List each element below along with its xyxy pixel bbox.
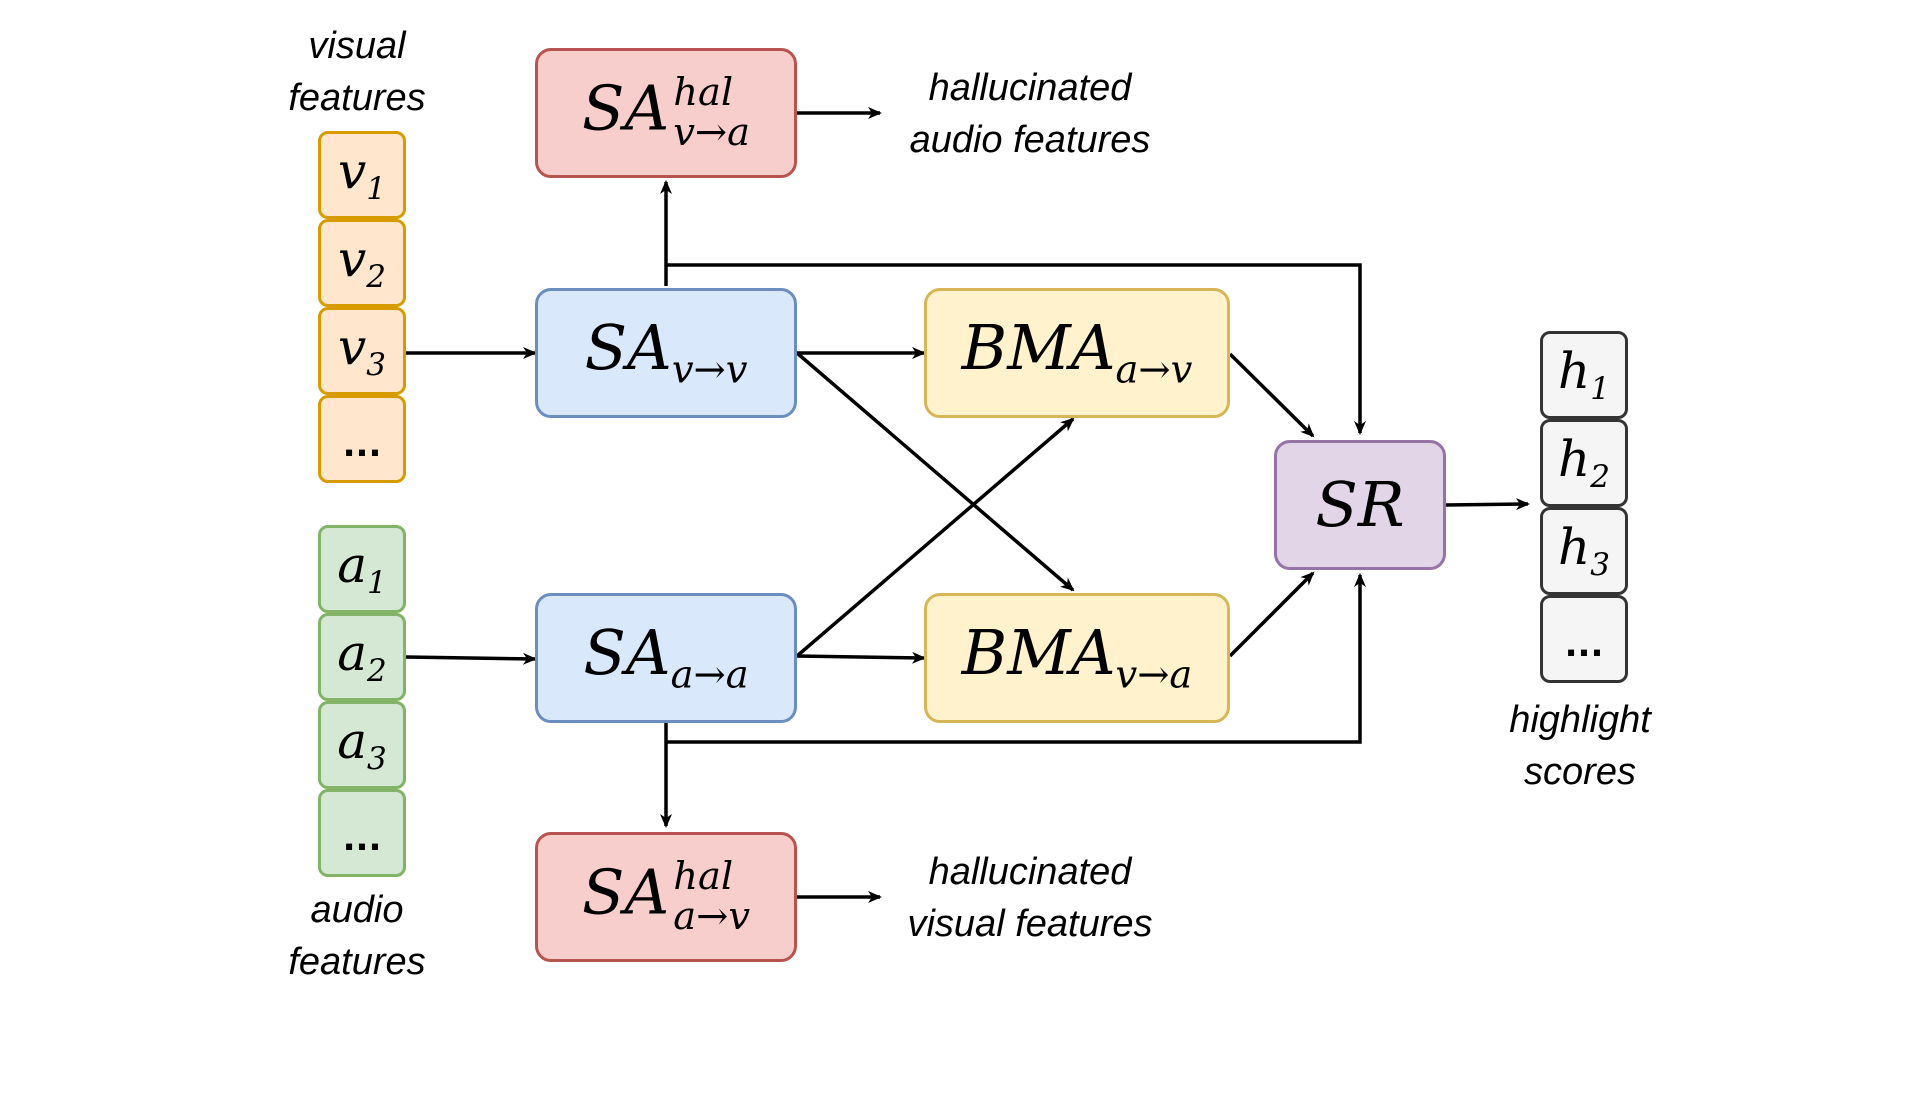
audio-features-label: audio features — [288, 889, 426, 983]
bma-v-to-a-block: BMAv→a — [924, 593, 1230, 723]
highlight-token-ellipsis: ... — [1540, 595, 1628, 683]
visual-features-label: visual features — [288, 25, 426, 119]
highlight-token-h2: h2 — [1540, 419, 1628, 507]
hallucinated-audio-label: hallucinated audio features — [909, 67, 1151, 161]
audio-token-a1: a1 — [318, 525, 406, 613]
sa-v-to-v-block: SAv→v — [535, 288, 797, 418]
arrow-sa-aa-skip-to-sr — [666, 573, 1366, 744]
audio-token-ellipsis: ... — [318, 789, 406, 877]
bma-a-to-v-block: BMAa→v — [924, 288, 1230, 418]
highlight-token-h3: h3 — [1540, 507, 1628, 595]
audio-token-a3: a3 — [318, 701, 406, 789]
arrow-sa-aa-to-bma-av — [795, 417, 1075, 658]
arrow-bma-av-to-sr — [1228, 352, 1315, 438]
visual-token-v3: v3 — [318, 307, 406, 395]
arrow-sr-to-highlights — [1445, 498, 1530, 511]
arrow-sa-aa-to-bma-va — [796, 651, 926, 664]
arrow-a2-to-sa-aa — [405, 652, 537, 665]
visual-token-v2: v2 — [318, 219, 406, 307]
arrow-bma-va-to-sr — [1228, 571, 1315, 658]
sa-a-to-a-block: SAa→a — [535, 593, 797, 723]
highlight-scores-label: highlight scores — [1509, 699, 1651, 793]
audio-token-a2: a2 — [318, 613, 406, 701]
hallucinated-visual-label: hallucinated visual features — [907, 851, 1153, 945]
visual-token-v1: v1 — [318, 131, 406, 219]
arrow-sa-vv-to-bma-va — [795, 351, 1075, 592]
sr-block: SR — [1274, 440, 1446, 570]
arrow-sa-vv-skip-to-sr — [666, 263, 1366, 435]
highlight-token-h1: h1 — [1540, 331, 1628, 419]
visual-token-ellipsis: ... — [318, 395, 406, 483]
